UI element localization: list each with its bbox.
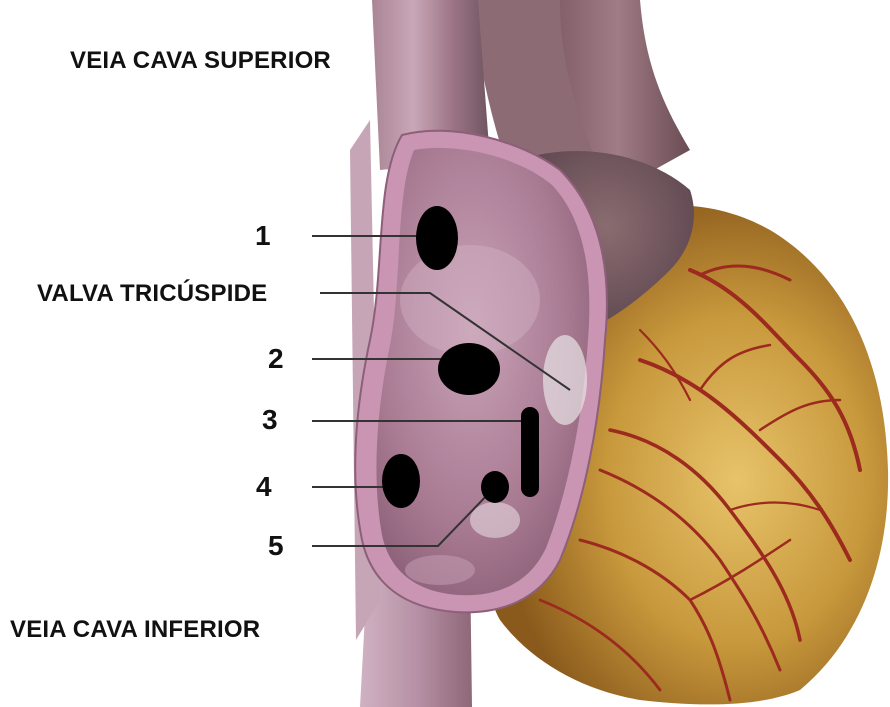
label-number-2: 2 — [268, 343, 284, 375]
label-inferior-vena-cava: VEIA CAVA INFERIOR — [10, 616, 260, 644]
label-number-1: 1 — [255, 220, 271, 252]
label-tricuspid-valve: VALVA TRICÚSPIDE — [37, 280, 267, 308]
marker-1 — [416, 206, 458, 270]
marker-3 — [521, 407, 539, 497]
label-number-3: 3 — [262, 404, 278, 436]
label-superior-vena-cava: VEIA CAVA SUPERIOR — [70, 47, 331, 75]
marker-5 — [481, 471, 509, 503]
label-number-4: 4 — [256, 471, 272, 503]
marker-2 — [438, 343, 500, 395]
label-number-5: 5 — [268, 530, 284, 562]
marker-4 — [382, 454, 420, 508]
